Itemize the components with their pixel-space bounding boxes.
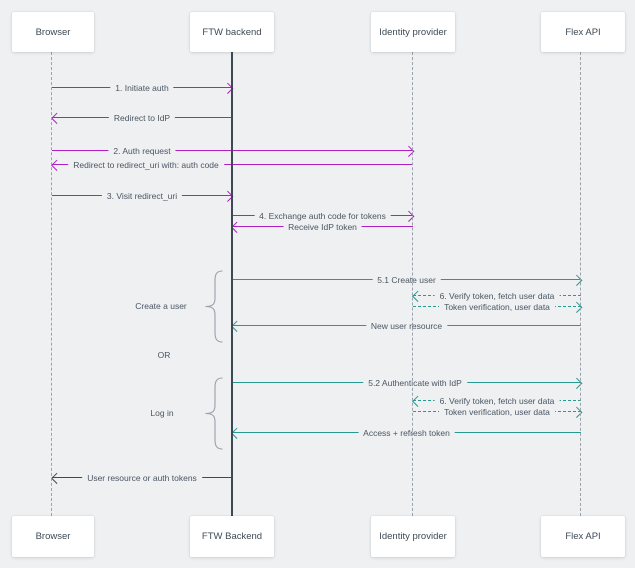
message-label: Token verification, user data [439,302,555,312]
actor-box-browser-top: Browser [12,12,94,52]
message-label: 3. Visit redirect_uri [101,191,183,201]
lifeline-ftw-backend [231,52,233,516]
actor-box-flex-api-top: Flex API [541,12,625,52]
message-label: 5.2 Authenticate with IdP [363,378,467,388]
lifeline-identity-provider [412,52,413,516]
message-label: 2. Auth request [108,146,176,156]
arrowhead-icon [412,290,424,302]
message-label: 5.1 Create user [372,275,441,285]
message-label: 6. Verify token, fetch user data [434,396,560,406]
actor-box-ftw-backend-bottom: FTW Backend [190,516,274,557]
arrowhead-icon [51,159,63,171]
arrowhead-icon [51,112,63,124]
brace-log-in [205,377,223,450]
message-label: 4. Exchange auth code for tokens [254,211,391,221]
lifeline-flex-api [580,52,581,516]
actor-box-flex-api-bottom: Flex API [541,516,625,557]
message-label: 6. Verify token, fetch user data [434,291,560,301]
message-label: Receive IdP token [283,222,362,232]
actor-box-identity-provider-top: Identity provider [371,12,455,52]
message-label: New user resource [365,321,448,331]
message-label: Access + refresh token [358,428,455,438]
message-label: Redirect to IdP [108,113,176,123]
message-label: User resource or auth tokens [82,473,202,483]
brace-create-user [205,270,223,343]
arrowhead-icon [231,320,243,332]
arrowhead-icon [231,221,243,233]
message-label: Redirect to redirect_uri with: auth code [68,160,224,170]
section-label-log-in: Log in [150,408,174,418]
arrowhead-icon [51,472,63,484]
arrowhead-icon [412,395,424,407]
message-label: Token verification, user data [439,407,555,417]
message-label: 1. Initiate auth [110,83,174,93]
lifeline-browser [51,52,52,516]
actor-box-ftw-backend-top: FTW backend [190,12,274,52]
actor-box-browser-bottom: Browser [12,516,94,557]
section-label-create-user: Create a user [135,301,187,311]
or-label: OR [157,350,171,360]
actor-box-identity-provider-bottom: Identity provider [371,516,455,557]
arrowhead-icon [231,427,243,439]
